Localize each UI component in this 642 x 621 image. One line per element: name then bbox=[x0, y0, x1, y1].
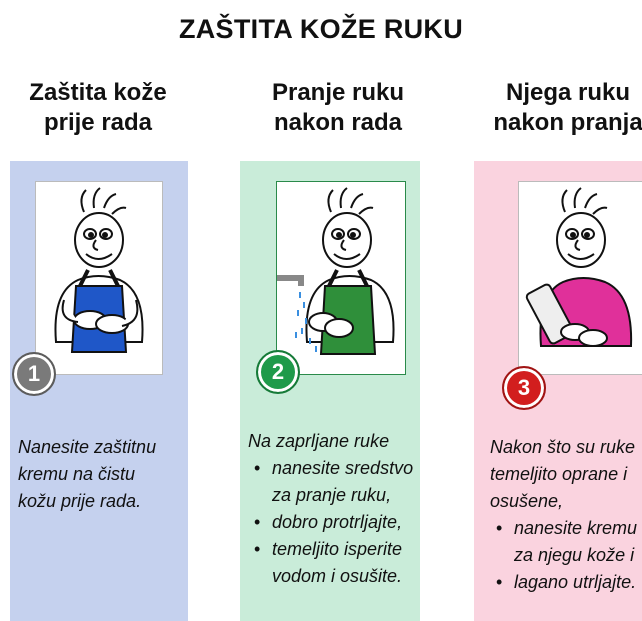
step-1-badge: 1 bbox=[12, 352, 56, 396]
worker-washing-hands-illustration bbox=[276, 181, 406, 375]
list-item: lagano utrljajte. bbox=[490, 569, 642, 596]
column-3-heading: Njega ruku nakon pranja bbox=[468, 78, 642, 138]
list-item: nanesite sredstvo za pranje ruku, bbox=[248, 455, 424, 509]
list-item-line: za njegu kože i bbox=[514, 545, 635, 565]
column-3-heading-line1: Njega ruku bbox=[505, 79, 631, 106]
worker-washing-hands-icon bbox=[277, 187, 395, 355]
instruction-line: kožu prije rada. bbox=[18, 491, 142, 511]
column-3-heading-line2: nakon pranja bbox=[493, 109, 642, 136]
column-2-heading: Pranje ruku nakon rada bbox=[238, 78, 438, 138]
page-title: ZAŠTITA KOŽE RUKU bbox=[178, 14, 464, 44]
worker-care-cream-illustration bbox=[518, 181, 642, 375]
list-item-line: lagano utrljajte. bbox=[514, 572, 637, 592]
column-3-instructions: Nakon što su ruke temeljito oprane i osu… bbox=[490, 434, 642, 596]
column-1-heading-line2: prije rada bbox=[43, 109, 153, 136]
list-item-line: nanesite kremu bbox=[514, 518, 638, 538]
instruction-line: Nakon što su ruke bbox=[490, 437, 636, 457]
worker-applying-cream-illustration bbox=[35, 181, 163, 375]
list-item-line: vodom i osušite. bbox=[272, 566, 403, 586]
instruction-line: Na zaprljane ruke bbox=[248, 431, 390, 451]
step-3-badge: 3 bbox=[502, 366, 546, 410]
step-2-badge: 2 bbox=[256, 350, 300, 394]
instruction-line: kremu na čistu bbox=[18, 464, 136, 484]
list-item-line: dobro protrljajte, bbox=[272, 512, 403, 532]
instruction-line: Nanesite zaštitnu bbox=[18, 437, 157, 457]
list-item-line: temeljito isperite bbox=[272, 539, 403, 559]
column-1-instructions: Nanesite zaštitnu kremu na čistu kožu pr… bbox=[18, 434, 186, 515]
list-item-line: za pranje ruku, bbox=[272, 485, 392, 505]
worker-applying-cream-icon bbox=[54, 187, 144, 353]
list-item: nanesite kremu za njegu kože i bbox=[490, 515, 642, 569]
column-2-heading-line2: nakon rada bbox=[273, 109, 403, 136]
instruction-line: temeljito oprane i bbox=[490, 464, 628, 484]
worker-care-cream-icon bbox=[525, 187, 633, 347]
instruction-list: nanesite sredstvo za pranje ruku, dobro … bbox=[248, 455, 424, 590]
column-1-heading: Zaštita kože prije rada bbox=[8, 78, 188, 138]
instruction-list: nanesite kremu za njegu kože i lagano ut… bbox=[490, 515, 642, 596]
list-item-line: nanesite sredstvo bbox=[272, 458, 414, 478]
instruction-line: osušene, bbox=[490, 491, 564, 511]
list-item: dobro protrljajte, bbox=[248, 509, 424, 536]
list-item: temeljito isperite vodom i osušite. bbox=[248, 536, 424, 590]
column-2-heading-line1: Pranje ruku bbox=[271, 79, 405, 106]
column-2-instructions: Na zaprljane ruke nanesite sredstvo za p… bbox=[248, 428, 424, 590]
column-1-heading-line1: Zaštita kože bbox=[29, 79, 167, 106]
